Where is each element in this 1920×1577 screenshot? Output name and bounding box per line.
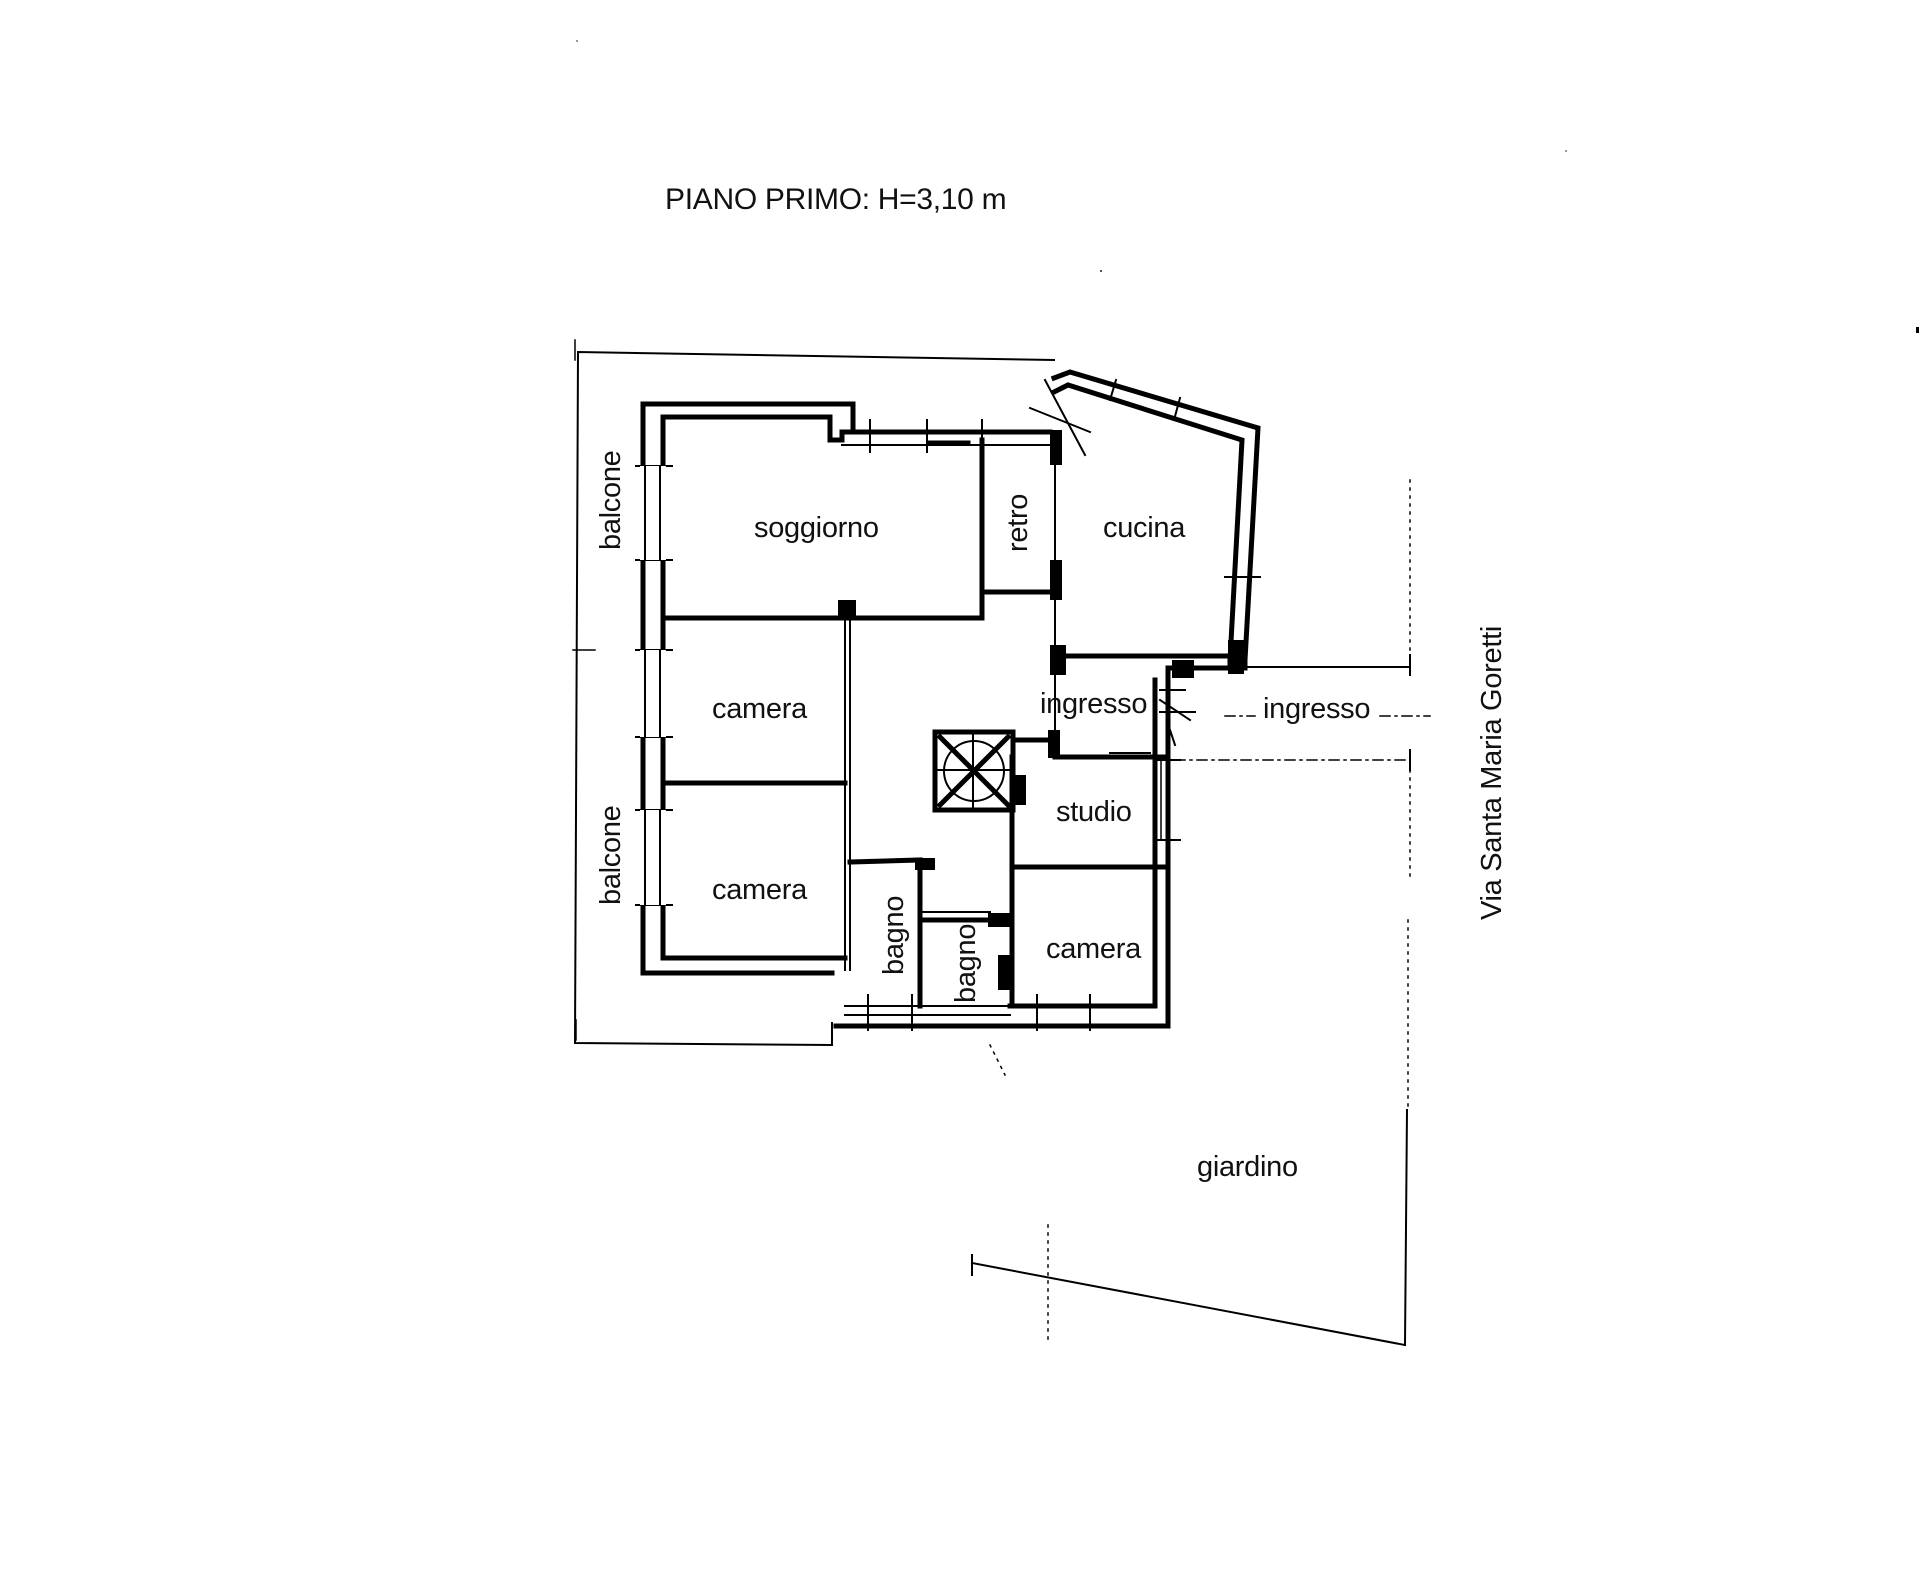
- stray-marks: [576, 40, 1919, 333]
- room-label-balcone-top: balcone: [595, 450, 627, 551]
- room-label-giardino: giardino: [1197, 1151, 1298, 1183]
- site-lines: [970, 479, 1431, 1347]
- balcony-outline: [572, 339, 1056, 1047]
- room-label-soggiorno: soggiorno: [754, 512, 879, 544]
- room-label-bagno-1: bagno: [878, 895, 910, 975]
- room-label-camera-3: camera: [1046, 933, 1141, 965]
- room-label-ingresso-inner: ingresso: [1040, 688, 1148, 720]
- room-label-bagno-2: bagno: [950, 923, 982, 1003]
- street-label: Via Santa Maria Goretti: [1476, 626, 1508, 920]
- room-label-camera-1: camera: [712, 693, 807, 725]
- room-label-cucina: cucina: [1103, 512, 1186, 544]
- room-label-ingresso-outer: ingresso: [1263, 693, 1371, 725]
- room-label-retro: retro: [1002, 493, 1034, 552]
- interior-walls: [660, 430, 1244, 1009]
- room-label-camera-2: camera: [712, 874, 807, 906]
- room-label-balcone-bottom: balcone: [595, 805, 627, 906]
- room-label-studio: studio: [1056, 796, 1132, 828]
- page-title: PIANO PRIMO: H=3,10 m: [665, 183, 1007, 216]
